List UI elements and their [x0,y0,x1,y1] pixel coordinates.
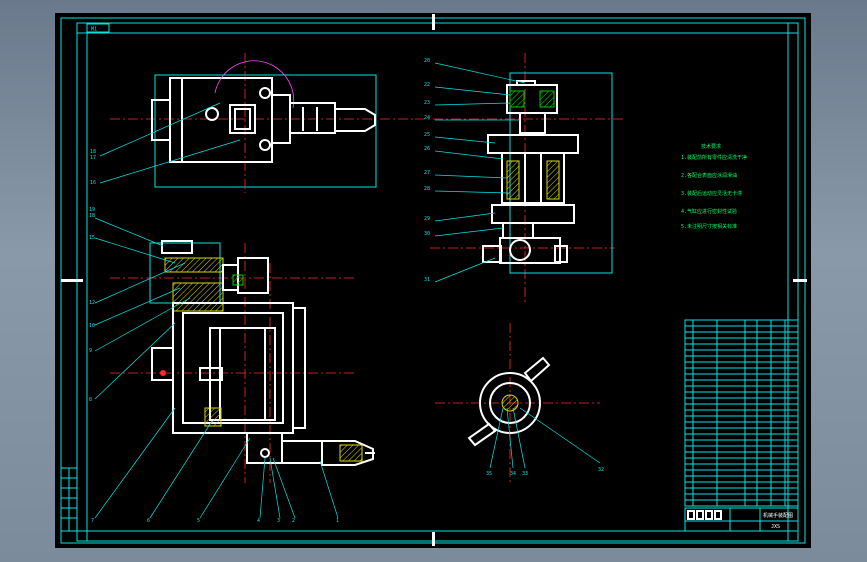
section-label-5: 26 [424,146,430,152]
top-label-2: 16 [90,180,96,186]
top-edge-marker [432,14,435,30]
bottom-view: 35 34 33 32 [435,323,604,483]
section-label-0: 20 [424,58,430,64]
side-label-12: 2 [292,518,295,524]
section-label-7: 28 [424,186,430,192]
side-label-1: 18 [89,213,95,219]
section-label-4: 25 [424,132,430,138]
side-label-7: 7 [91,518,94,524]
bottom-edge-marker [432,532,435,546]
corner-tag: M1 [91,27,97,33]
side-label-2: 15 [89,235,95,241]
side-label-8: 6 [147,518,150,524]
top-label-0: 18 [90,149,96,155]
side-label-0: 19 [89,207,95,213]
drawing-name: 机械手装配图 [763,512,793,519]
side-label-10: 4 [257,518,260,524]
bottom-label-1: 34 [510,471,516,477]
side-label-3: 12 [89,300,95,306]
top-label-1: 17 [90,155,96,161]
tech-req-line-1: 2.各配合表面应涂润滑油 [681,172,737,179]
section-label-9: 30 [424,231,430,237]
parts-list [684,319,799,507]
section-label-10: 31 [424,277,430,283]
side-label-9: 5 [197,518,200,524]
tech-req-line-0: 1.装配前所有零件应清洗干净 [681,154,747,161]
side-label-6: 8 [89,397,92,403]
side-label-11: 3 [277,518,280,524]
side-label-5: 9 [89,348,92,354]
section-view: 20 22 23 24 25 26 27 28 29 30 31 [415,53,625,303]
title-block: 机械手装配图 JXS [684,507,799,532]
technical-requirements: 技术要求 1.装配前所有零件应清洗干净 2.各配合表面应涂润滑油 3.装配后运动… [681,143,747,230]
tech-req-line-3: 4.气缸应进行密封性试验 [681,208,737,215]
parts-list-frame [684,319,799,507]
side-view: 19 18 15 12 10 9 8 7 6 5 4 3 2 1 [89,207,375,524]
drawing-code: JXS [771,524,780,530]
tech-req-line-4: 5.未注明尺寸按相关标准 [681,223,737,230]
section-label-3: 24 [424,115,430,121]
section-label-8: 29 [424,216,430,222]
bottom-label-0: 35 [486,471,492,477]
section-label-2: 23 [424,100,430,106]
cad-viewport[interactable]: M1 18 17 16 [55,13,811,548]
left-edge-marker [61,279,83,282]
bottom-label-3: 32 [598,467,604,473]
right-edge-marker [793,279,807,282]
section-label-6: 27 [424,170,430,176]
top-view: 18 17 16 [90,53,415,193]
bottom-label-2: 33 [522,471,528,477]
side-label-13: 1 [336,518,339,524]
revision-block [60,467,78,532]
tech-req-line-2: 3.装配后运动应灵活无卡滞 [681,190,742,197]
assembly-drawing: M1 18 17 16 [60,17,806,544]
section-label-1: 22 [424,82,430,88]
tech-req-title: 技术要求 [701,143,721,150]
side-label-4: 10 [89,323,95,329]
